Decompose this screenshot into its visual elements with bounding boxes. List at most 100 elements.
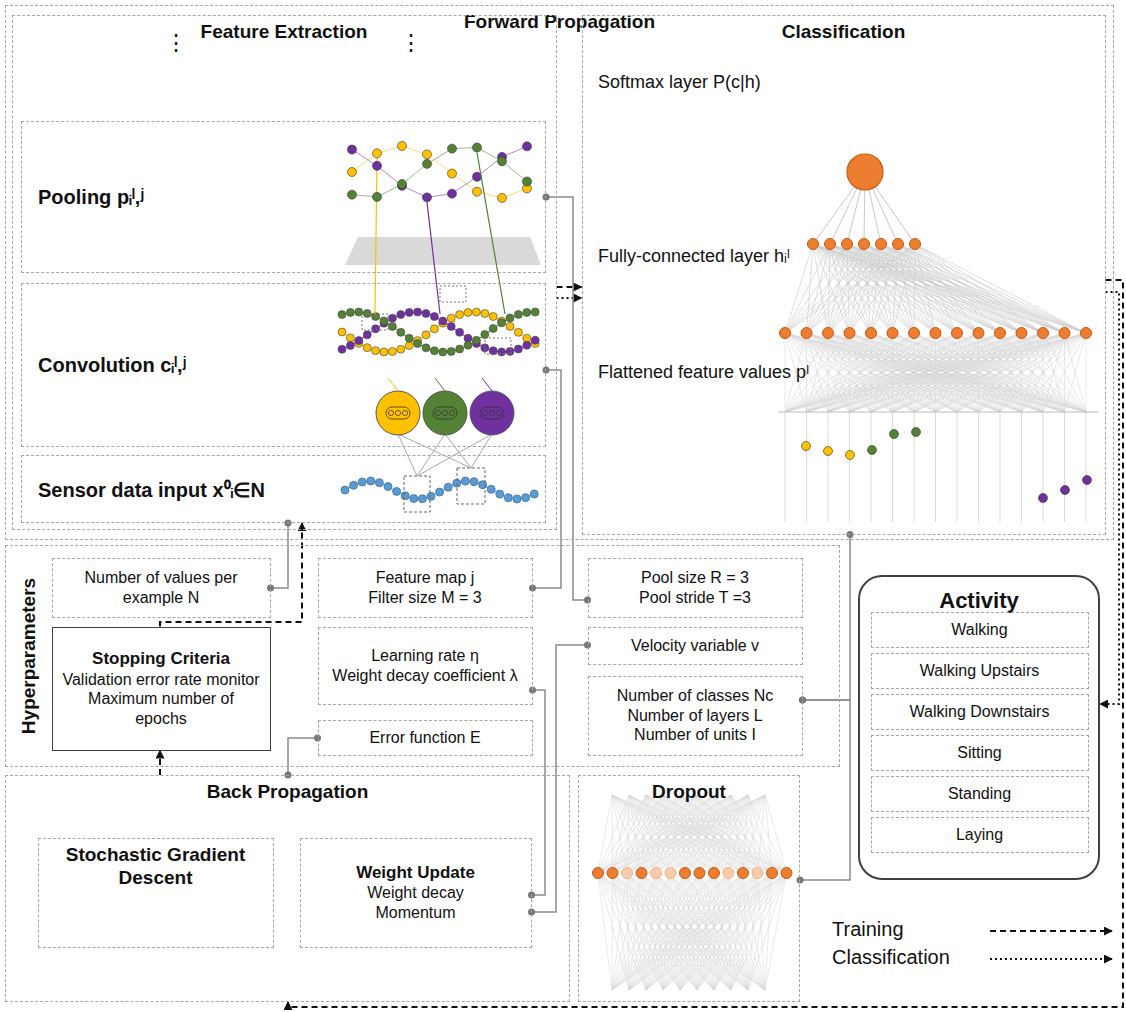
text-group: Walking Downstairs xyxy=(902,698,1058,726)
illustration-stroke xyxy=(778,412,1098,413)
illustration-stroke xyxy=(418,495,426,503)
layer-box: Sensor data input x⁰ᵢ∈N xyxy=(21,455,546,523)
illustration-stroke xyxy=(352,148,527,197)
illustration-stroke xyxy=(627,795,680,873)
illustration-stroke xyxy=(622,868,633,879)
illustration-stroke xyxy=(358,478,366,486)
text-group: Feature Extraction xyxy=(13,21,556,43)
illustration-stroke xyxy=(482,410,487,415)
illustration-stroke xyxy=(915,244,1086,333)
illustration-stroke xyxy=(422,309,430,317)
class-box: Walking xyxy=(871,612,1089,648)
illustration-stroke xyxy=(598,795,629,873)
text-group: Walking xyxy=(943,616,1015,644)
illustration-stroke xyxy=(898,244,1065,333)
illustration-stroke xyxy=(890,430,899,439)
illustration-stroke xyxy=(498,319,506,327)
illustration-stroke xyxy=(1064,412,1065,522)
text-group: Standing xyxy=(940,780,1019,808)
illustration-stroke xyxy=(898,244,979,333)
connector-dot xyxy=(267,585,274,592)
illustration-stroke xyxy=(1043,333,1086,412)
illustration-stroke xyxy=(807,333,1087,412)
illustration-stroke xyxy=(440,286,466,302)
illustration-stroke xyxy=(893,244,916,333)
node-title: Activity xyxy=(860,588,1098,614)
node-text: Maximum number of epochs xyxy=(61,689,262,728)
illustration-stroke xyxy=(612,795,772,873)
class-box: Standing xyxy=(871,776,1089,812)
illustration-stroke xyxy=(785,244,830,333)
param-box: Feature map jFilter size M = 3 xyxy=(318,558,533,618)
illustration-stroke xyxy=(765,795,772,873)
illustration-stroke xyxy=(915,244,1043,333)
text-group: Feature map jFilter size M = 3 xyxy=(360,564,489,611)
illustration-stroke xyxy=(714,795,787,873)
illustration-stroke xyxy=(473,187,482,196)
node-title: Laying xyxy=(956,825,1003,845)
legend-text: Training xyxy=(832,918,904,941)
illustration-stroke xyxy=(629,795,700,873)
process-box: Stochastic Gradient Descent xyxy=(38,838,274,948)
illustration-stroke xyxy=(352,146,527,198)
illustration-stroke xyxy=(422,344,430,352)
illustration-stroke xyxy=(731,873,787,990)
illustration-stroke xyxy=(825,239,836,250)
illustration-stroke xyxy=(598,873,629,990)
illustration-stroke xyxy=(523,142,532,151)
illustration-stroke xyxy=(627,873,680,990)
illustration-stroke xyxy=(405,342,413,350)
illustration-stroke xyxy=(680,873,787,990)
illustration-stroke xyxy=(472,336,480,344)
param-box: Pool size R = 3Pool stride T =3 xyxy=(588,558,803,618)
legend-sample xyxy=(990,930,1112,932)
illustration-stroke xyxy=(373,161,382,170)
node-title: Walking xyxy=(951,620,1007,640)
illustration-stroke xyxy=(785,333,1086,412)
text-group: Sensor data input x⁰ᵢ∈N xyxy=(38,476,265,503)
illustration-stroke xyxy=(697,873,758,990)
illustration-stroke xyxy=(375,479,383,487)
illustration-stroke xyxy=(780,328,791,339)
illustration-stroke xyxy=(457,468,485,504)
illustration-stroke xyxy=(808,239,819,250)
illustration-stroke xyxy=(470,391,514,435)
ellipsis-mark: ⋮ xyxy=(400,30,422,56)
illustration-stroke xyxy=(914,244,915,333)
illustration-stroke xyxy=(477,153,505,314)
criteria-box: Stopping CriteriaValidation error rate m… xyxy=(52,627,271,751)
illustration-stroke xyxy=(995,328,1006,339)
illustration-stroke xyxy=(375,158,377,314)
illustration-stroke xyxy=(612,873,787,990)
illustration-stroke xyxy=(646,873,772,990)
illustration-stroke xyxy=(388,378,398,391)
illustration-stroke xyxy=(598,873,714,990)
illustration-stroke xyxy=(388,314,396,322)
illustration-stroke xyxy=(714,873,772,990)
illustration-stroke xyxy=(642,795,766,873)
illustration-stroke xyxy=(410,495,418,503)
illustration-stroke xyxy=(731,795,787,873)
illustration-stroke xyxy=(363,309,371,317)
illustration-stroke xyxy=(842,239,853,250)
illustration-stroke xyxy=(456,328,464,336)
illustration-stroke xyxy=(496,490,504,498)
illustration-stroke xyxy=(978,412,979,522)
illustration-stroke xyxy=(709,868,720,879)
node-title: Dropout xyxy=(579,781,799,803)
text-group: Laying xyxy=(948,821,1011,849)
illustration-stroke xyxy=(646,873,758,990)
param-box: Velocity variable v xyxy=(588,627,803,665)
illustration-stroke xyxy=(514,328,522,336)
illustration-stroke xyxy=(646,873,656,990)
illustration-stroke xyxy=(350,481,358,489)
illustration-stroke xyxy=(449,410,454,415)
illustration-stroke xyxy=(646,873,743,990)
illustration-stroke xyxy=(663,795,743,873)
illustration-stroke xyxy=(646,795,787,873)
illustration-stroke xyxy=(439,348,447,356)
illustration-stroke xyxy=(665,868,676,879)
illustration-stroke xyxy=(697,873,787,990)
illustration-stroke xyxy=(1086,412,1087,522)
illustration-stroke xyxy=(629,795,729,873)
